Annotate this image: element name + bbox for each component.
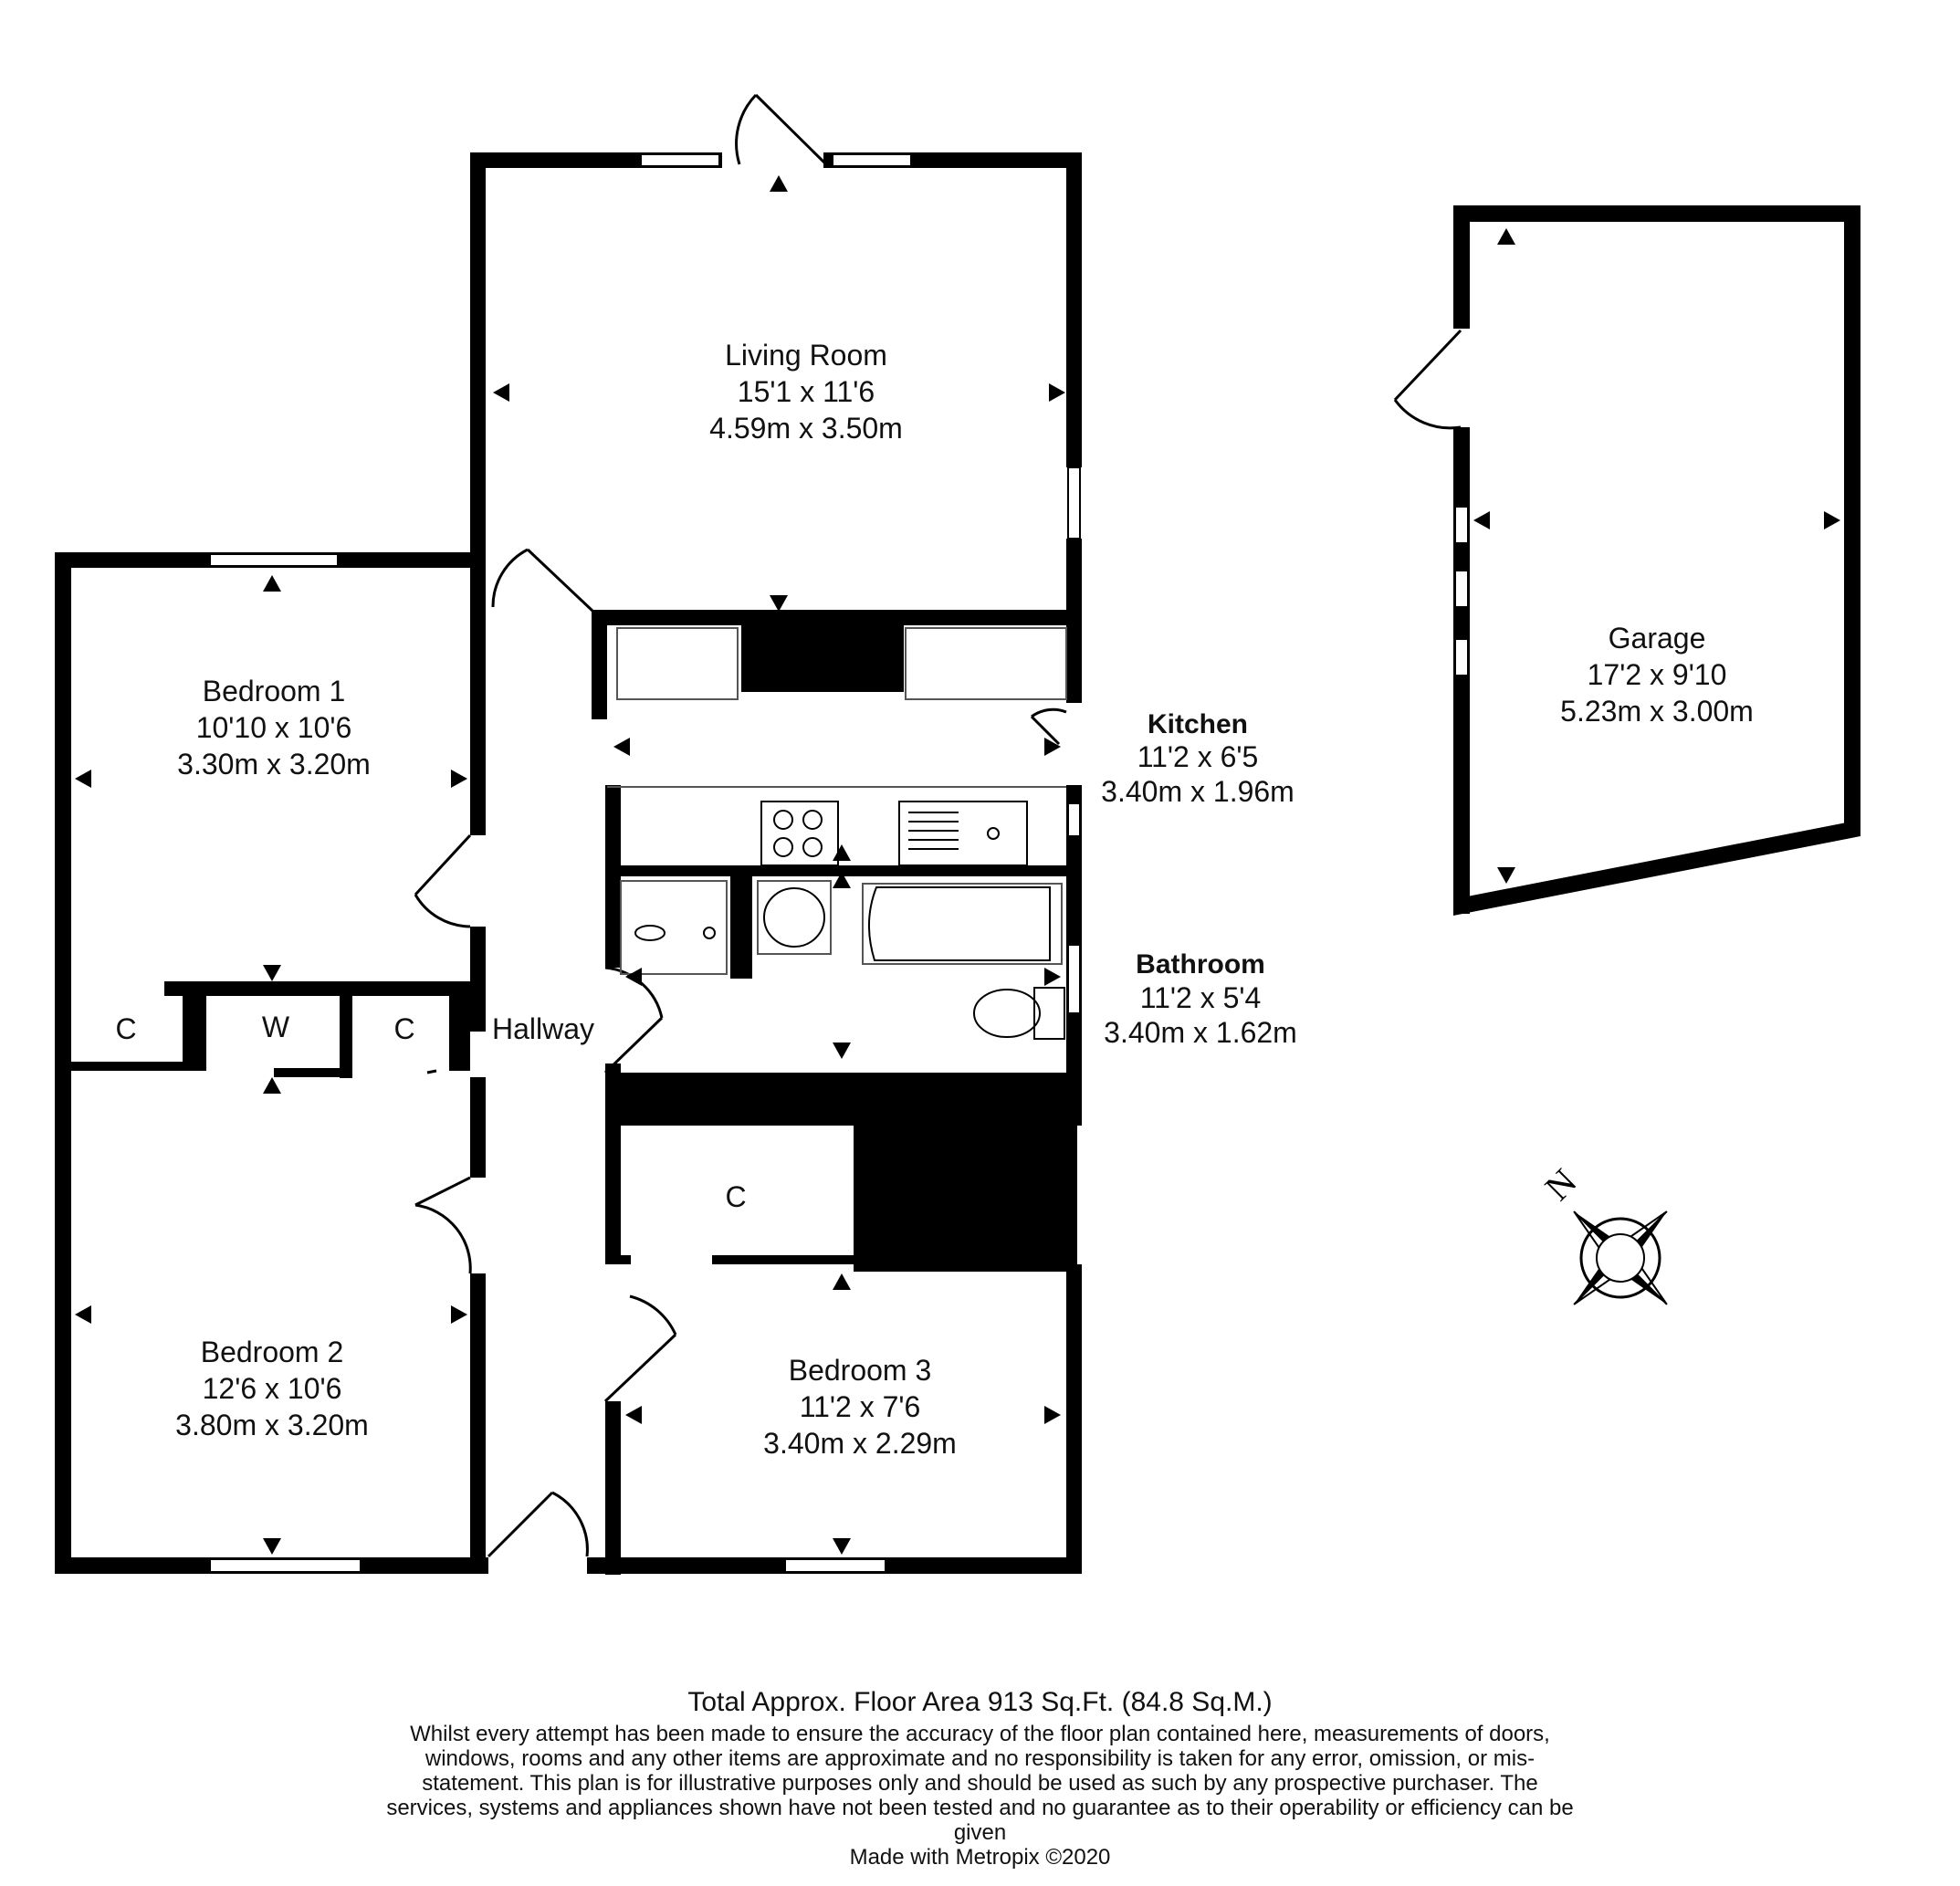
room-label-bedroom2: Bedroom 2 12'6 x 10'6 3.80m x 3.20m [175,1336,369,1441]
svg-text:4.59m x 3.50m: 4.59m x 3.50m [709,412,903,445]
svg-text:10'10 x 10'6: 10'10 x 10'6 [196,711,352,744]
svg-text:5.23m x 3.00m: 5.23m x 3.00m [1560,695,1754,728]
room-label-garage: Garage 17'2 x 9'10 5.23m x 3.00m [1560,622,1754,728]
svg-text:11'2 x 7'6: 11'2 x 7'6 [800,1390,921,1423]
svg-text:3.80m x 3.20m: 3.80m x 3.20m [175,1409,369,1441]
svg-text:11'2 x 6'5: 11'2 x 6'5 [1137,740,1259,773]
svg-text:12'6 x 10'6: 12'6 x 10'6 [203,1372,342,1405]
doors [414,93,1462,1558]
room-label-bedroom3: Bedroom 3 11'2 x 7'6 3.40m x 2.29m [763,1354,957,1460]
room-label-bedroom1: Bedroom 1 10'10 x 10'6 3.30m x 3.20m [177,675,371,781]
svg-text:Bathroom: Bathroom [1136,949,1265,980]
compass-icon [1573,1210,1668,1305]
svg-text:Bedroom 2: Bedroom 2 [201,1336,344,1368]
total-floor-area: Total Approx. Floor Area 913 Sq.Ft. (84.… [687,1687,1273,1717]
compass-north-label: N [1536,1160,1584,1208]
svg-text:17'2 x 9'10: 17'2 x 9'10 [1588,658,1727,691]
credit-text: Made with Metropix ©2020 [849,1845,1111,1870]
bathroom-fittings [620,880,1065,1040]
disclaimer-text: Whilst every attempt has been made to en… [386,1722,1574,1845]
dimension-arrows [75,175,1840,1555]
room-label-living: Living Room 15'1 x 11'6 4.59m x 3.50m [709,339,903,445]
svg-text:Bedroom 1: Bedroom 1 [203,675,346,707]
svg-text:3.30m x 3.20m: 3.30m x 3.20m [177,748,371,781]
footer: Total Approx. Floor Area 913 Sq.Ft. (84.… [0,1687,1960,1870]
svg-text:11'2 x 5'4: 11'2 x 5'4 [1140,981,1262,1014]
room-label-hallway: Hallway [492,1012,594,1045]
cupboard-label-2: C [393,1012,414,1045]
room-label-kitchen: Kitchen 11'2 x 6'5 3.40m x 1.96m [1101,709,1294,808]
svg-text:3.40m x 2.29m: 3.40m x 2.29m [763,1427,957,1460]
walls [55,152,1860,1575]
svg-text:Living Room: Living Room [725,339,887,372]
cupboard-label-1: C [115,1012,136,1045]
room-label-bathroom: Bathroom 11'2 x 5'4 3.40m x 1.62m [1104,949,1297,1049]
wardrobe-label: W [262,1011,290,1043]
cupboard-label-3: C [725,1180,746,1213]
svg-text:Bedroom 3: Bedroom 3 [789,1354,932,1387]
windows [209,153,1469,1573]
svg-text:15'1 x 11'6: 15'1 x 11'6 [738,375,875,408]
svg-text:Garage: Garage [1609,622,1706,655]
svg-text:3.40m x 1.96m: 3.40m x 1.96m [1101,775,1294,808]
garage-bottom-wall [1453,820,1860,916]
kitchen-fittings [607,627,1067,866]
svg-text:Kitchen: Kitchen [1148,709,1248,739]
svg-text:3.40m x 1.62m: 3.40m x 1.62m [1104,1016,1297,1049]
